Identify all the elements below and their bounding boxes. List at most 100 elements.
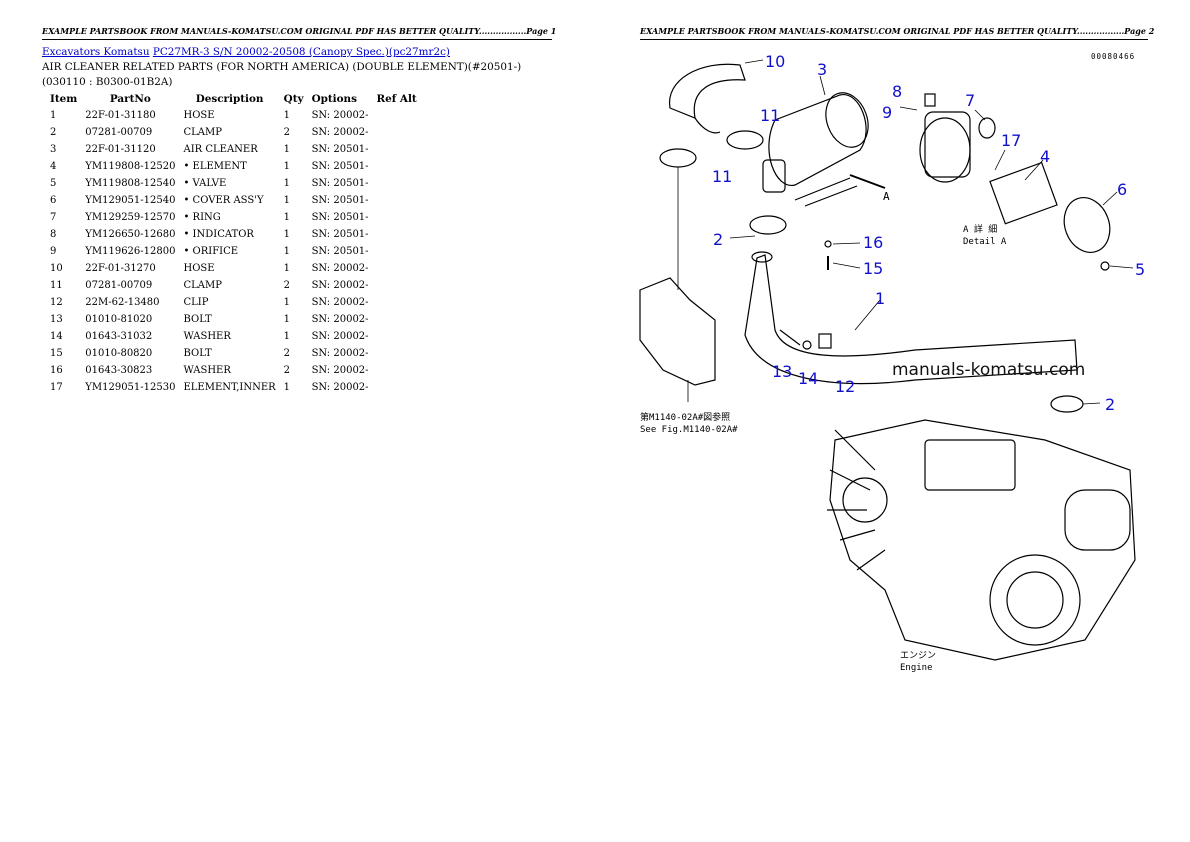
parts-table: Item PartNo Description Qty Options Ref …: [46, 90, 421, 396]
cell-item: 10: [50, 263, 63, 274]
cell-item: 17: [50, 382, 63, 393]
cell-qty: 1: [283, 178, 291, 189]
cell-item: 6: [50, 195, 57, 206]
page-header: EXAMPLE PARTSBOOK FROM MANUALS-KOMATSU.C…: [640, 26, 1154, 40]
cell-partno: 01010-80820: [85, 348, 153, 359]
cell-qty: 1: [283, 246, 291, 257]
cell-description: AIR CLEANER: [183, 144, 258, 155]
breadcrumb-link-excavators[interactable]: Excavators Komatsu: [42, 46, 150, 58]
cell-description: BOLT: [183, 314, 212, 325]
cell-ref-alt: [373, 124, 421, 141]
valve-shape: [762, 159, 786, 193]
callout-5: 5: [1135, 260, 1145, 279]
detail-label-jp: A 詳 細: [963, 223, 997, 235]
callout-2: 2: [713, 230, 723, 249]
cell-description: HOSE: [183, 263, 215, 274]
cell-options: SN: 20002-: [311, 348, 369, 359]
leader-4: [1024, 159, 1044, 181]
cell-options: SN: 20002-: [311, 382, 369, 393]
col-ref-alt: Ref Alt: [376, 92, 417, 105]
callout-17: 17: [1001, 131, 1021, 150]
hose-1-end: [751, 251, 773, 263]
callout-8: 8: [892, 82, 902, 101]
reference-label: See Fig.M1140-02A#: [640, 425, 738, 435]
callout-1: 1: [875, 289, 885, 308]
callout-10: 10: [765, 52, 785, 71]
callout-11-upper: 11: [760, 106, 780, 125]
clamp-11-lower: [659, 148, 697, 168]
cell-item: 11: [50, 280, 63, 291]
cell-item: 13: [50, 314, 63, 325]
leader-2: [729, 235, 756, 239]
leader-7: [974, 109, 986, 121]
cell-options: SN: 20002-: [311, 127, 369, 138]
cell-description: • ELEMENT: [183, 161, 247, 172]
cylinder-head: [924, 439, 1016, 491]
cell-ref-alt: [373, 345, 421, 362]
breadcrumb-link-model[interactable]: PC27MR-3 S/N 20002-20508 (Canopy Spec.)(…: [152, 46, 450, 58]
cell-qty: 1: [283, 195, 291, 206]
callout-13: 13: [772, 362, 792, 381]
cover-6: [1063, 197, 1111, 253]
cell-ref-alt: [373, 141, 421, 158]
cell-description: • ORIFICE: [183, 246, 239, 257]
cell-ref-alt: [373, 107, 421, 124]
cell-description: CLAMP: [183, 127, 222, 138]
cell-partno: 22F-01-31180: [85, 110, 156, 121]
cell-qty: 1: [283, 314, 291, 325]
page-header: EXAMPLE PARTSBOOK FROM MANUALS-KOMATSU.C…: [42, 26, 556, 40]
cell-ref-alt: [373, 226, 421, 243]
air-cleaner-3-cap: [825, 92, 869, 148]
cell-item: 14: [50, 331, 63, 342]
cell-qty: 1: [283, 382, 291, 393]
reference-label-jp: 第M1140-02A#図参照: [640, 411, 730, 423]
cell-ref-alt: [373, 192, 421, 209]
indicator-housing: [919, 117, 971, 183]
clamp-2-lower: [1050, 395, 1084, 413]
hose-10-shape: [669, 63, 746, 119]
cell-item: 2: [50, 127, 57, 138]
cell-options: SN: 20501-: [311, 195, 369, 206]
detail-label: Detail A: [963, 237, 1007, 247]
cell-options: SN: 20002-: [311, 314, 369, 325]
cell-partno: YM119626-12800: [85, 246, 176, 257]
flywheel: [989, 554, 1081, 646]
cell-ref-alt: [373, 209, 421, 226]
cell-options: SN: 20501-: [311, 246, 369, 257]
fan-hub: [842, 477, 888, 523]
leader-1: [854, 299, 881, 331]
cell-options: SN: 20002-: [311, 365, 369, 376]
cell-options: SN: 20501-: [311, 178, 369, 189]
col-partno: PartNo: [109, 92, 151, 105]
cell-qty: 2: [283, 127, 291, 138]
ring-7: [978, 117, 996, 139]
cell-qty: 1: [283, 144, 291, 155]
bracket-shape: [794, 177, 858, 207]
cell-qty: 2: [283, 280, 291, 291]
cell-qty: 1: [283, 161, 291, 172]
bolt-13: [779, 329, 801, 346]
page-1: EXAMPLE PARTSBOOK FROM MANUALS-KOMATSU.C…: [42, 26, 556, 396]
cell-partno: 22F-01-31120: [85, 144, 156, 155]
cell-description: WASHER: [183, 365, 231, 376]
flywheel-inner: [1006, 571, 1064, 629]
element-4: [989, 161, 1058, 225]
hose-10-end: [694, 117, 721, 134]
leader-16: [832, 242, 861, 245]
cell-options: SN: 20002-: [311, 331, 369, 342]
parts-diagram: 10 3 8 9 7 17 4 6 11 11 2 16 15 5 1 13 1…: [639, 52, 1145, 673]
callout-3: 3: [817, 60, 827, 79]
cell-ref-alt: [373, 328, 421, 345]
cell-ref-alt: [373, 311, 421, 328]
cell-ref-alt: [373, 260, 421, 277]
leader-3: [819, 75, 826, 96]
leader-9: [899, 106, 918, 111]
cell-ref-alt: [373, 158, 421, 175]
